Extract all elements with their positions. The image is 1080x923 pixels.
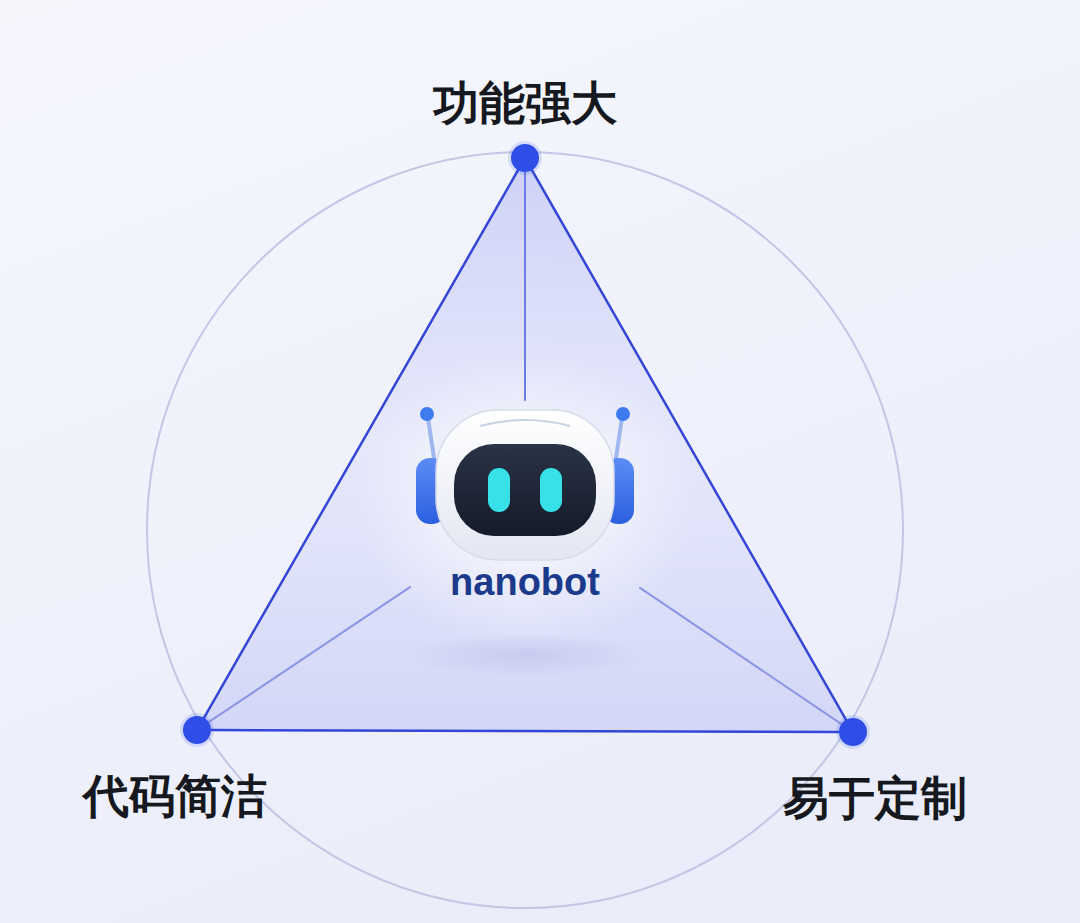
vertex-dot: 代码简洁 (183, 716, 211, 744)
connector-line (211, 730, 839, 732)
robot-node: nanobot (410, 400, 640, 620)
vertex-label: 易于定制 (783, 772, 967, 825)
vertex-label: 代码简洁 (83, 770, 267, 823)
robot-name: nanobot (450, 562, 600, 604)
connector-line (524, 172, 526, 400)
connector-line (209, 587, 410, 722)
connector-line (640, 588, 841, 724)
vertex-dot: 功能强大 (511, 144, 539, 172)
robot-shadow (405, 633, 645, 677)
vertex-dot: 易于定制 (839, 718, 867, 746)
vertex-label: 功能强大 (433, 77, 617, 130)
triangle-fill (197, 158, 853, 732)
